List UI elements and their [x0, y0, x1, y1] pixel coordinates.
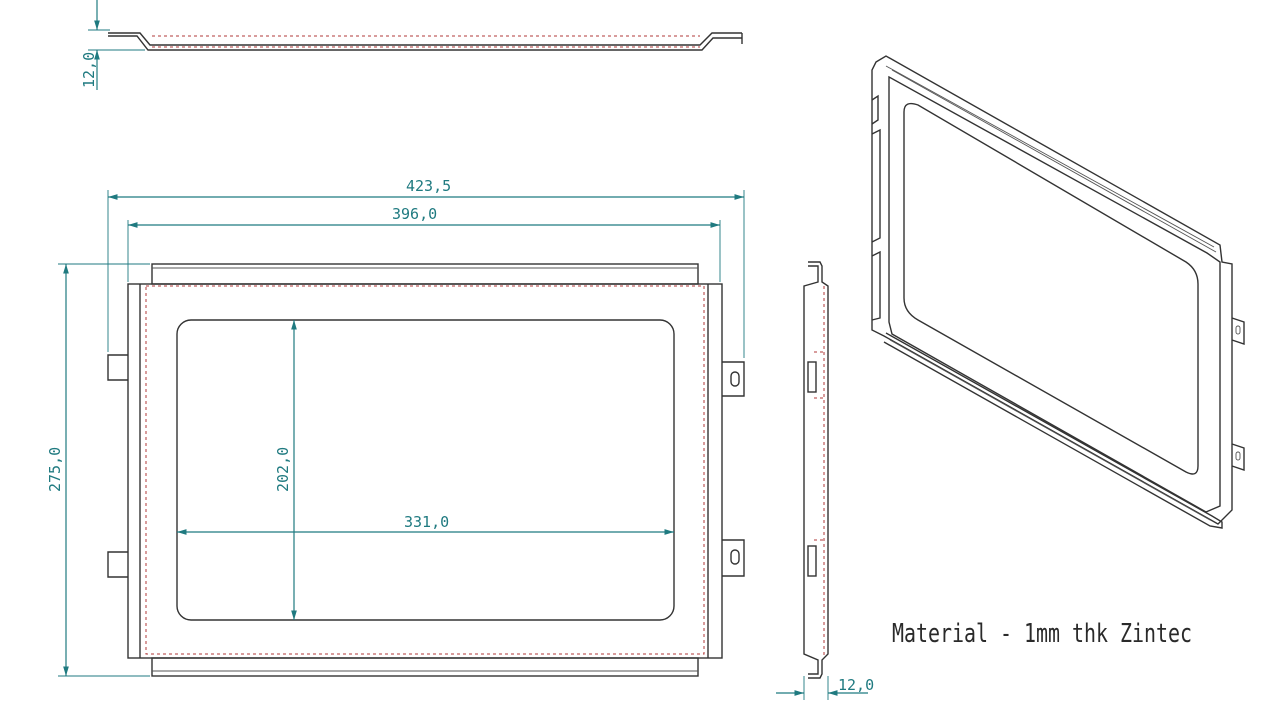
dim-top-depth: 12,0 [80, 52, 98, 88]
top-view [88, 0, 743, 90]
dim-window-height: 202,0 [274, 447, 292, 492]
dim-overall-width: 423,5 [406, 177, 451, 195]
dim-height: 275,0 [46, 447, 64, 492]
dim-inner-width: 396,0 [392, 205, 437, 223]
dim-side-depth: 12,0 [838, 676, 874, 694]
dim-window-width: 331,0 [404, 513, 449, 531]
isometric-view [871, 55, 1245, 529]
material-note: Material - 1mm thk Zintec [892, 619, 1192, 649]
side-view [776, 261, 868, 700]
front-view [58, 190, 745, 677]
